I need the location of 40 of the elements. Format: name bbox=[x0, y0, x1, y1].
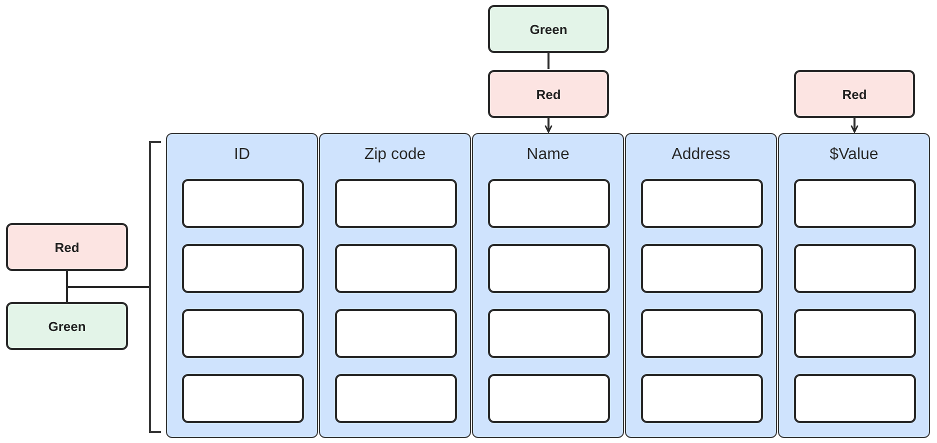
empty-slot bbox=[794, 179, 916, 228]
empty-slot bbox=[488, 309, 610, 358]
empty-slot bbox=[488, 374, 610, 423]
column-heading: Zip code bbox=[363, 146, 427, 164]
empty-slot bbox=[641, 309, 763, 358]
empty-slot bbox=[488, 244, 610, 293]
empty-slot bbox=[641, 244, 763, 293]
column-panel bbox=[472, 133, 624, 438]
empty-slot bbox=[794, 309, 916, 358]
column-panel bbox=[319, 133, 471, 438]
empty-slot bbox=[335, 309, 457, 358]
empty-slot bbox=[182, 309, 304, 358]
process-box: Green bbox=[488, 5, 609, 53]
process-box: Red bbox=[488, 70, 609, 118]
empty-slot bbox=[335, 179, 457, 228]
arrow bbox=[544, 118, 552, 133]
column-heading: Name bbox=[526, 146, 570, 164]
empty-slot bbox=[794, 374, 916, 423]
empty-slot bbox=[641, 374, 763, 423]
empty-slot bbox=[182, 374, 304, 423]
empty-slot bbox=[335, 374, 457, 423]
column-heading: $Value bbox=[828, 146, 880, 164]
arrow bbox=[850, 118, 858, 133]
empty-slot bbox=[488, 179, 610, 228]
process-box: Red bbox=[794, 70, 915, 118]
connector-line bbox=[66, 286, 149, 302]
empty-slot bbox=[335, 244, 457, 293]
bracket bbox=[149, 141, 161, 433]
process-box: Green bbox=[6, 302, 128, 350]
empty-slot bbox=[641, 179, 763, 228]
empty-slot bbox=[182, 179, 304, 228]
column-heading: Address bbox=[670, 146, 732, 164]
empty-slot bbox=[182, 244, 304, 293]
column-panel bbox=[166, 133, 318, 438]
column-panel bbox=[625, 133, 777, 438]
column-heading: ID bbox=[233, 146, 251, 164]
empty-slot bbox=[794, 244, 916, 293]
column-panel bbox=[778, 133, 930, 438]
process-box: Red bbox=[6, 223, 128, 271]
connector-line bbox=[548, 53, 550, 69]
